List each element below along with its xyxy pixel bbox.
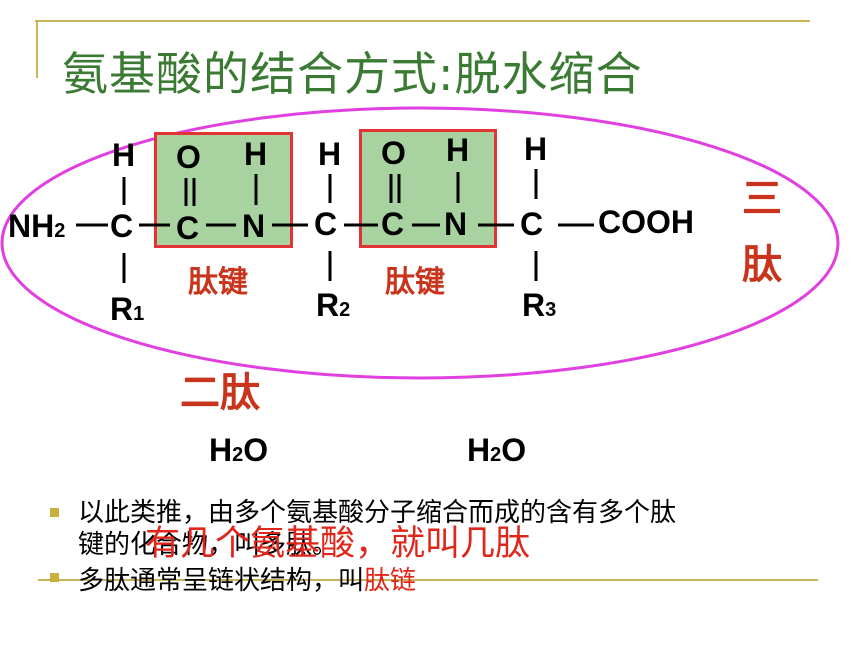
- atom-h-c1: H: [112, 137, 136, 173]
- slide-title: 氨基酸的结合方式:脱水缩合: [62, 47, 643, 101]
- atom-c-carbonyl-2: C: [381, 206, 405, 242]
- water-molecule-1: H2O: [209, 432, 269, 468]
- tripeptide-label-top: 三: [742, 176, 782, 222]
- atom-h-n2: H: [446, 132, 470, 168]
- peptide-bond-label-1: 肽键: [188, 265, 248, 300]
- r-group-3: R3: [522, 287, 557, 323]
- atom-o-2: O: [381, 135, 406, 171]
- atom-n-2: N: [444, 206, 468, 242]
- peptide-bond-box-2: [359, 129, 497, 248]
- bullet-marker-1: [50, 508, 59, 517]
- frame-top-line: [35, 20, 810, 22]
- bullet-marker-2: [50, 573, 59, 582]
- atom-c-carbonyl-1: C: [176, 210, 200, 246]
- amino-group: NH2: [8, 208, 66, 244]
- atom-c3: C: [520, 206, 544, 242]
- atom-h-n1: H: [244, 136, 268, 172]
- atom-c2: C: [314, 206, 338, 242]
- bullet-2-text: 多肽通常呈链状结构，叫肽链: [78, 566, 417, 596]
- atom-n-1: N: [242, 208, 266, 244]
- atom-c1: C: [110, 208, 134, 244]
- frame-bottom-line: [38, 579, 818, 581]
- water-molecule-2: H2O: [467, 432, 527, 468]
- r-group-2: R2: [316, 287, 351, 323]
- frame-left-line: [36, 20, 38, 78]
- carboxyl-group: COOH: [598, 204, 694, 240]
- r-group-1: R1: [110, 291, 145, 327]
- peptide-bond-box-1: [154, 132, 293, 248]
- atom-o-1: O: [176, 139, 201, 175]
- atom-h-c3: H: [524, 131, 548, 167]
- bullet-1-line-2: 键的化合物，叫多肽。: [78, 530, 339, 560]
- peptide-bond-label-2: 肽键: [385, 265, 445, 300]
- atom-h-c2: H: [318, 136, 342, 172]
- tripeptide-label-bottom: 肽: [742, 242, 782, 288]
- overlay-red-text: 有几个氨基酸，就叫几肽: [145, 524, 531, 564]
- dipeptide-label: 二肽: [180, 370, 260, 416]
- bullet-1-line-1: 以此类推，由多个氨基酸分子缩合而成的含有多个肽: [78, 498, 677, 528]
